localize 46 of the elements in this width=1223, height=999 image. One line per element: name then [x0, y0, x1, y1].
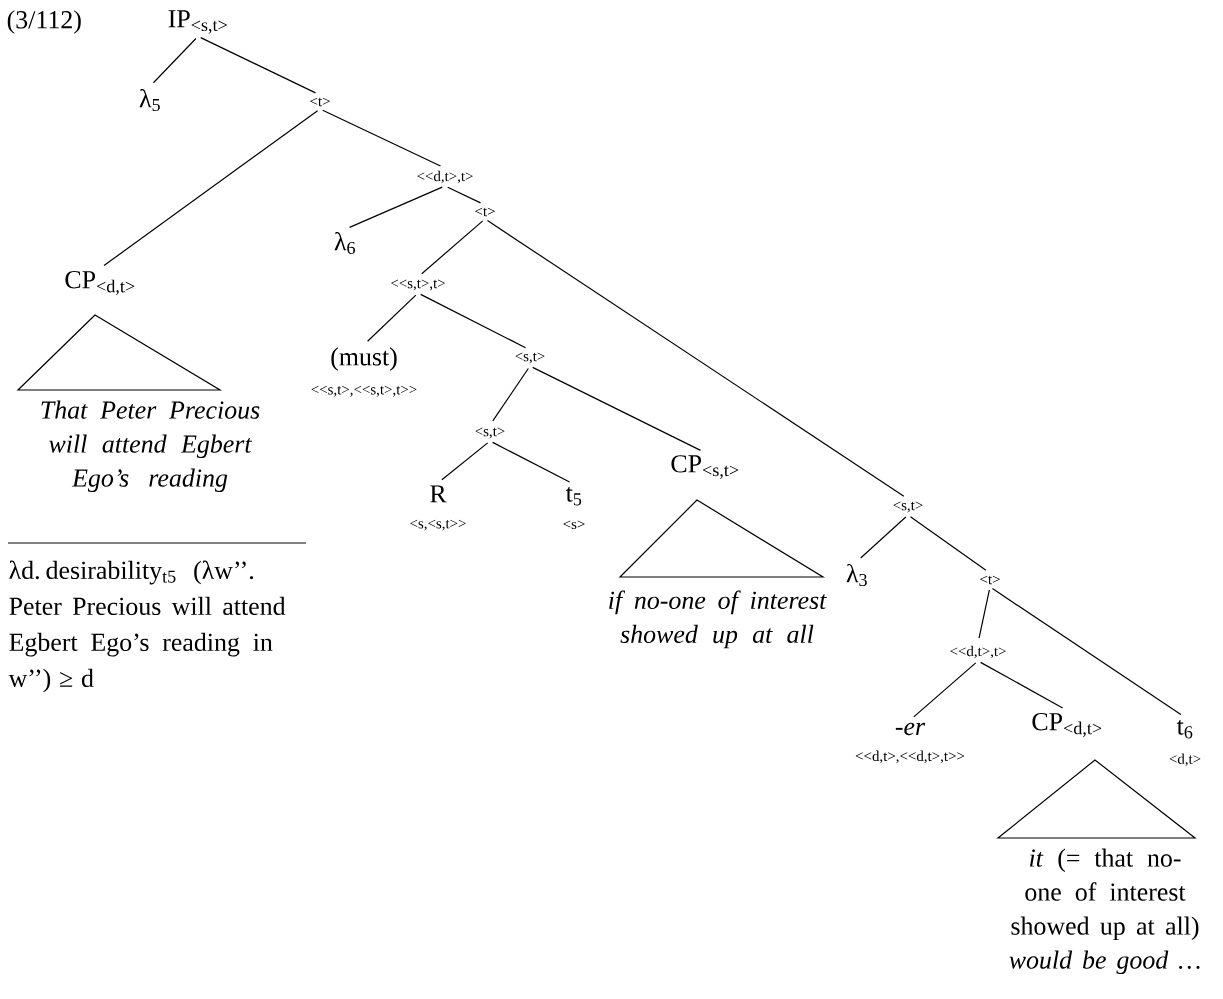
tree-node-label: CP$_{<d,t>}$: [65, 271, 135, 295]
tree-branch: [492, 367, 529, 422]
tree-node-label: CP$_{<d,t>}$: [1032, 713, 1102, 737]
tree-node-label: λ$_{5}$: [139, 88, 160, 112]
tree-node-label: <s,t>: [515, 352, 545, 364]
tree-branch: [421, 220, 484, 275]
phrase-text: it (= that no-one of interest showed up at all) would be good …: [1009, 848, 1200, 975]
tree-branch: [978, 589, 990, 639]
tree-branch: [420, 293, 527, 349]
tree-branch: [532, 366, 702, 451]
tree-node-label: R <s,<s,t>>: [410, 485, 466, 531]
tree-branch: [447, 186, 482, 204]
tree-branch: [980, 661, 1064, 709]
phrase-text: if no-one of interest showed up at all: [609, 590, 827, 649]
tree-branch: [348, 186, 443, 228]
tree-branch: [913, 662, 977, 718]
tree-node-label: <s,t>: [893, 501, 923, 513]
tree-node-label: <t>: [980, 575, 1000, 585]
tree-node-label: λ$_{3}$: [846, 563, 867, 587]
tree-node-label: λ$_{6}$: [334, 231, 355, 255]
tree-node-label: <<d,t>,t>: [417, 170, 473, 184]
tree-branch: [152, 37, 197, 84]
tree-branch: [367, 294, 417, 342]
phrase-text: That Peter Precious will attend Egbert Ego’s reading: [41, 400, 260, 493]
formula-note: λd. desirability$_{t5}$ (λw’’. Peter Precious will attend Egbert Ego’s reading in w’’) ≥ d: [8, 560, 286, 693]
tree-branch: [909, 516, 987, 571]
tree-branch: [322, 109, 442, 167]
tree-branch: [492, 441, 571, 483]
example-number: (3/112): [7, 10, 81, 34]
tree-branch: [441, 442, 489, 481]
tree-branch: [860, 516, 907, 559]
tree-node-label: IP$_{<s,t>}$: [168, 10, 227, 34]
tree-node-label: <<d,t>,t>: [950, 645, 1006, 659]
tree-node-label: -er <<d,t>,<<d,t>,t>>: [855, 722, 965, 764]
tree-node-label: (must) <<s,t>,<<s,t>,t>>: [311, 347, 417, 397]
tree-node-label: CP$_{<s,t>}$: [671, 455, 739, 479]
tree-node-label: <t>: [475, 207, 495, 217]
tree-node-label: <t>: [310, 97, 330, 107]
tree-node-label: <<s,t>,t>: [391, 279, 445, 291]
tree-branch: [200, 37, 317, 94]
tree-branch: [486, 220, 905, 497]
tree-node-label: <s,t>: [475, 427, 505, 439]
tree-node-label: t$_{6}$ <d,t>: [1169, 719, 1201, 767]
tree-branch: [103, 110, 319, 267]
tree-node-label: t$_{5}$ <s>: [563, 486, 585, 530]
tree-branch: [991, 588, 1182, 716]
